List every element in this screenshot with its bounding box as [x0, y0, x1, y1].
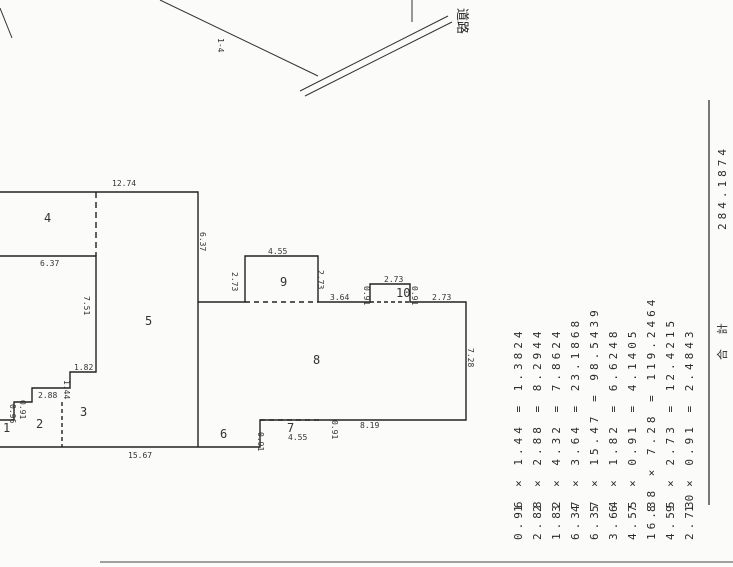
area-7: 7	[287, 421, 294, 435]
row-number: 10	[683, 491, 696, 512]
area-table: 0.96 × 1.44 = 1.3824 2.88 × 2.88 = 8.294…	[512, 100, 729, 540]
row-number: 7	[626, 501, 639, 512]
dim-mid-g: 0.91	[410, 286, 419, 305]
dim-left-f: 0.96	[8, 404, 17, 423]
dim-mid-h: 2.73	[432, 293, 451, 302]
table-row: 4.55 × 2.73 = 12.4215	[664, 317, 677, 540]
total-value: 284.1874	[716, 145, 729, 230]
area-labels: 1 2 3 4 5 6 7 8 9 10	[3, 211, 410, 441]
area-5: 5	[145, 314, 152, 328]
area-2: 2	[36, 417, 43, 431]
table-row: 16.38 × 7.28 = 119.2464	[645, 296, 658, 540]
road-label: 道路	[454, 8, 470, 34]
table-row: 6.37 × 15.47 = 98.5439	[588, 306, 601, 540]
dim-mid-f: 2.73	[384, 275, 403, 284]
table-row: 1.82 × 4.32 = 7.8624	[550, 328, 563, 540]
dim-bottom-total: 15.67	[128, 451, 152, 460]
dim-mid-b: 4.55	[268, 247, 287, 256]
dim-mid-c: 2.73	[316, 270, 325, 289]
row-numbers: 1 2 3 4 5 6 7 8 9 10	[512, 491, 696, 512]
dim-left-g: 0.91	[18, 400, 27, 419]
dim-mid-d: 3.64	[330, 293, 349, 302]
row-number: 6	[607, 501, 620, 512]
area-9: 9	[280, 275, 287, 289]
dim-mid-e: 0.91	[362, 286, 371, 305]
dim-left-c: 1.82	[74, 363, 93, 372]
area-10: 10	[396, 286, 410, 300]
table-row: 2.73 × 0.91 = 2.4843	[683, 328, 696, 540]
area-3: 3	[80, 405, 87, 419]
dim-mid-a: 2.73	[230, 272, 239, 291]
dim-left-d: 2.88	[38, 391, 57, 400]
dim-bot-a: 8.19	[360, 421, 379, 430]
row-number: 4	[569, 501, 582, 512]
row-number: 8	[645, 501, 658, 512]
dim-left-b: 7.51	[82, 296, 91, 315]
dim-bot-d: 0.91	[330, 420, 339, 439]
table-row: 2.88 × 2.88 = 8.2944	[531, 328, 544, 540]
dim-bot-b: 4.55	[288, 433, 307, 442]
dim-right-b: 7.28	[466, 348, 475, 367]
area-8: 8	[313, 353, 320, 367]
table-row: 6.37 × 3.64 = 23.1868	[569, 317, 582, 540]
dim-left-a: 6.37	[40, 259, 59, 268]
lot-number: 1-4	[216, 38, 225, 53]
row-number: 9	[664, 501, 677, 512]
area-4: 4	[44, 211, 51, 225]
dim-right-a: 6.37	[198, 232, 207, 251]
table-row: 0.96 × 1.44 = 1.3824	[512, 328, 525, 540]
table-row: 4.55 × 0.91 = 4.1405	[626, 328, 639, 540]
dim-top-total: 12.74	[112, 179, 136, 188]
total-label: 合 計	[715, 319, 729, 360]
area-1: 1	[3, 421, 10, 435]
dimension-labels: 12.74 15.67 6.37 7.51 1.82 2.88 1.44 0.9…	[8, 179, 475, 460]
row-number: 1	[512, 501, 525, 512]
road-lines	[0, 0, 453, 97]
row-number: 3	[550, 501, 563, 512]
building-outline	[0, 191, 467, 448]
dim-left-e: 1.44	[62, 380, 71, 399]
row-number: 5	[588, 501, 601, 512]
dim-bot-c: 0.91	[256, 432, 265, 451]
table-row: 3.64 × 1.82 = 6.6248	[607, 328, 620, 540]
row-number: 2	[531, 501, 544, 512]
area-6: 6	[220, 427, 227, 441]
